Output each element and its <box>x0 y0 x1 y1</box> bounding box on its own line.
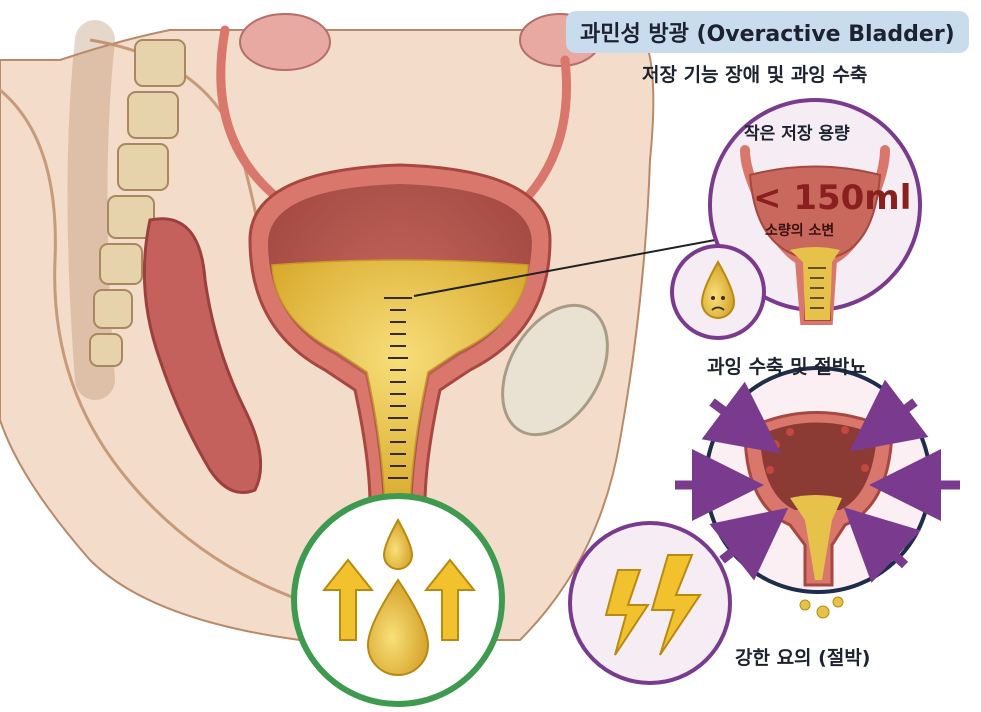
page-title: 과민성 방광 (Overactive Bladder) <box>566 11 969 53</box>
urgency-panel <box>568 521 732 685</box>
ureter-right <box>515 55 572 210</box>
ureter-left <box>216 25 285 205</box>
lightning-bolt-icon <box>604 569 650 656</box>
up-arrow-left-icon <box>321 558 375 641</box>
overactivity-label: 과잉 수축 및 절박뇨 <box>707 356 867 378</box>
pubic-bone <box>501 303 609 437</box>
small-capacity-panel <box>708 98 922 325</box>
inward-arrows-icon <box>675 379 960 583</box>
sad-droplet-icon <box>670 244 766 340</box>
overactivity-panel <box>704 366 932 619</box>
body-outline-left <box>0 88 301 602</box>
urgency-label: 강한 요의 (절박) <box>735 647 871 669</box>
main-bladder <box>248 163 552 507</box>
rectum <box>142 217 263 494</box>
droplet-small-icon <box>382 517 414 570</box>
droplet-large-icon <box>366 578 430 676</box>
volume-caption: 소량의 소변 <box>765 223 835 239</box>
page-subtitle: 저장 기능 장애 및 과잉 수축 <box>642 64 868 86</box>
up-arrow-right-icon <box>423 558 477 641</box>
volume-value: < 150ml <box>753 178 912 218</box>
spine <box>67 20 186 400</box>
small-capacity-label: 작은 저장 용량 <box>744 124 850 144</box>
lightning-bolt-icon-2 <box>650 554 702 656</box>
frequency-panel <box>291 493 505 707</box>
top-organ-left <box>239 13 331 71</box>
pointer-line <box>413 231 759 297</box>
